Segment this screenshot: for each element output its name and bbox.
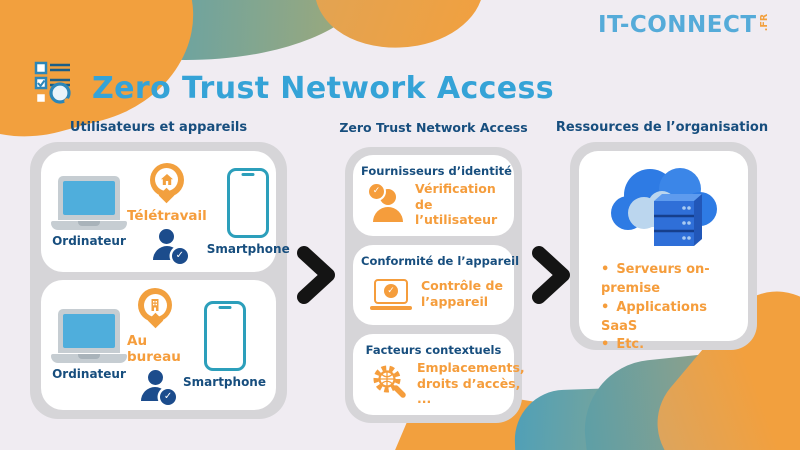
location-label: Télétravail [127, 207, 207, 224]
panel-users-devices: Ordinateur Télétravail Smartphone [30, 142, 290, 419]
chevron-right-arrow [530, 244, 574, 310]
ztna-card-compliance: Conformité de l’appareil Contrôle de l’a… [353, 244, 520, 326]
resource-item: Serveurs on-premise [601, 261, 740, 299]
page-title: Zero Trust Network Access [92, 70, 555, 106]
computer-label: Ordinateur [52, 367, 126, 381]
gear-magnifier-icon [370, 363, 408, 405]
device-card-remote: Ordinateur Télétravail Smartphone [41, 151, 290, 272]
heading-ztna: Zero Trust Network Access [339, 120, 528, 135]
ztna-card-context: Facteurs contextuels Emplacements, droit… [353, 334, 525, 416]
checklist-magnifier-icon [34, 60, 78, 116]
home-location-pin-icon [149, 162, 184, 203]
check-badge-icon [369, 184, 384, 200]
location-label: Au bureau [127, 333, 181, 365]
panel-resources: Serveurs on-premise Applications SaaS Et… [570, 142, 757, 352]
laptop-icon [51, 309, 127, 363]
office-location-pin-icon [138, 288, 173, 329]
smartphone-icon [203, 301, 246, 371]
phone-block: Smartphone [206, 167, 290, 256]
ztna-card-title: Conformité de l’appareil [361, 253, 520, 268]
phone-label: Smartphone [183, 375, 266, 389]
location-block: Au bureau [127, 288, 183, 405]
device-card-office: Ordinateur Au bureau Smartphone [41, 280, 276, 410]
heading-resources: Ressources de l’organisation [555, 120, 769, 135]
resources-card: Serveurs on-premise Applications SaaS Et… [579, 151, 748, 352]
device-compliance-icon [370, 278, 412, 310]
phone-block: Smartphone [183, 301, 266, 389]
smartphone-icon [227, 167, 270, 238]
user-check-icon [137, 370, 177, 405]
chevron-right-arrow [295, 244, 339, 310]
user-check-icon [149, 228, 188, 264]
resource-item: Applications SaaS [601, 299, 740, 337]
it-connect-logo: IT-CONNECT.FR [598, 12, 774, 38]
panel-ztna: Fournisseurs d’identité Vérification de … [345, 147, 525, 423]
decorative-blob-top-orange [305, 0, 493, 62]
resource-item: Etc. [601, 336, 740, 355]
laptop-icon [51, 175, 127, 230]
ztna-card-title: Fournisseurs d’identité [361, 164, 512, 178]
ztna-card-detail: Emplacements, droits d’accès, ... [417, 360, 525, 407]
ztna-card-identity: Fournisseurs d’identité Vérification de … [353, 155, 514, 236]
computer-label: Ordinateur [52, 233, 126, 248]
computer-block: Ordinateur [51, 309, 127, 381]
logo-suffix-fr: .FR [758, 13, 770, 32]
check-badge-icon [171, 247, 188, 264]
ztna-card-detail: Vérification de l’utilisateur [415, 180, 498, 228]
location-block: Télétravail [127, 162, 207, 264]
phone-label: Smartphone [206, 241, 290, 256]
heading-users-devices: Utilisateurs et appareils [69, 120, 248, 135]
computer-block: Ordinateur [51, 175, 127, 248]
ztna-card-detail: Contrôle de l’appareil [421, 278, 503, 309]
resources-list: Serveurs on-premise Applications SaaS Et… [587, 261, 740, 355]
logo-text: IT-CONNECT [597, 12, 757, 38]
user-verified-icon [369, 184, 406, 223]
ztna-card-title: Facteurs contextuels [365, 343, 502, 358]
check-badge-icon [160, 389, 177, 405]
cloud-servers-icon [600, 159, 728, 259]
title-row: Zero Trust Network Access [34, 60, 554, 116]
